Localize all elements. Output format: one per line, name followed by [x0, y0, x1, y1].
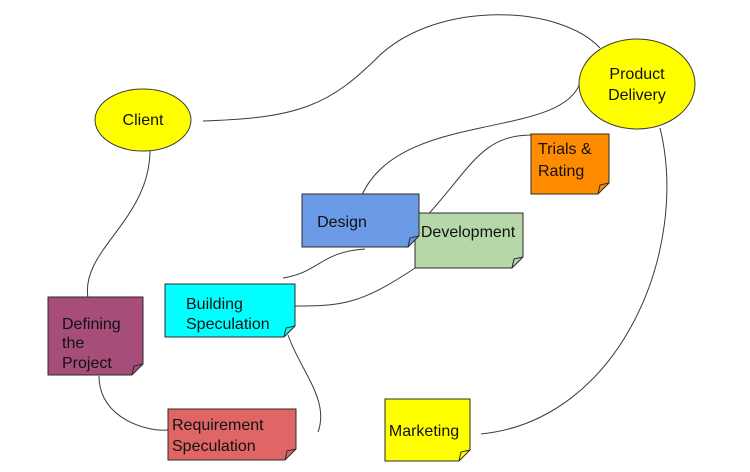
trials-rating-node[interactable]: Trials & Rating: [530, 133, 610, 195]
building-speculation-label-line1: Building: [186, 296, 243, 313]
requirement-speculation-node[interactable]: Requirement Speculation: [167, 408, 297, 461]
requirement-speculation-label-line1: Requirement: [172, 417, 264, 434]
design-label: Design: [317, 214, 367, 231]
connector-building-development: [294, 267, 416, 307]
development-shape: [414, 212, 524, 269]
development-node[interactable]: Development: [414, 212, 524, 269]
design-fold: [407, 235, 420, 248]
marketing-node[interactable]: Marketing: [384, 398, 471, 462]
marketing-shape: [384, 398, 471, 462]
building-speculation-fold: [283, 325, 296, 338]
defining-project-label-line1: Defining: [62, 316, 121, 333]
connector-design-trials-rating: [422, 134, 533, 221]
connector-building-requirement: [287, 334, 322, 433]
development-fold: [511, 256, 524, 269]
connector-marketing-product-delivery: [480, 127, 668, 435]
trials-rating-shape: [530, 133, 610, 195]
marketing-fold: [458, 449, 471, 462]
product-delivery-label-line2: Delivery: [608, 87, 666, 104]
trials-rating-label-line2: Rating: [538, 163, 584, 180]
connector-defining-requirement: [98, 375, 169, 431]
client-node[interactable]: Client: [94, 88, 192, 152]
development-label: Development: [421, 224, 516, 241]
defining-project-label-line3: Project: [62, 355, 112, 372]
connector-design-product-delivery: [361, 82, 581, 196]
building-speculation-shape: [164, 283, 296, 338]
marketing-label: Marketing: [389, 423, 459, 440]
product-delivery-node[interactable]: Product Delivery: [578, 38, 696, 130]
connector-client-defining-project: [86, 149, 151, 299]
product-delivery-label-line1: Product: [609, 66, 665, 83]
connector-design-building: [282, 248, 366, 279]
building-speculation-node[interactable]: Building Speculation: [164, 283, 296, 338]
trials-rating-fold: [597, 182, 610, 195]
trials-rating-label-line1: Trials &: [538, 141, 592, 158]
defining-project-node[interactable]: Defining the Project: [47, 296, 144, 376]
building-speculation-label-line2: Speculation: [186, 316, 270, 333]
requirement-speculation-shape: [167, 408, 297, 461]
client-label: Client: [123, 112, 164, 129]
product-delivery-shape: [578, 38, 696, 130]
defining-project-shape: [47, 296, 144, 376]
defining-project-fold: [131, 363, 144, 376]
requirement-speculation-label-line2: Speculation: [172, 438, 256, 455]
design-node[interactable]: Design: [301, 193, 420, 248]
client-shape: [94, 88, 192, 152]
design-shape: [301, 193, 420, 248]
connector-client-product-delivery: [202, 14, 601, 122]
defining-project-label-line2: the: [62, 335, 84, 352]
connectors: [86, 14, 668, 435]
requirement-speculation-fold: [284, 448, 297, 461]
